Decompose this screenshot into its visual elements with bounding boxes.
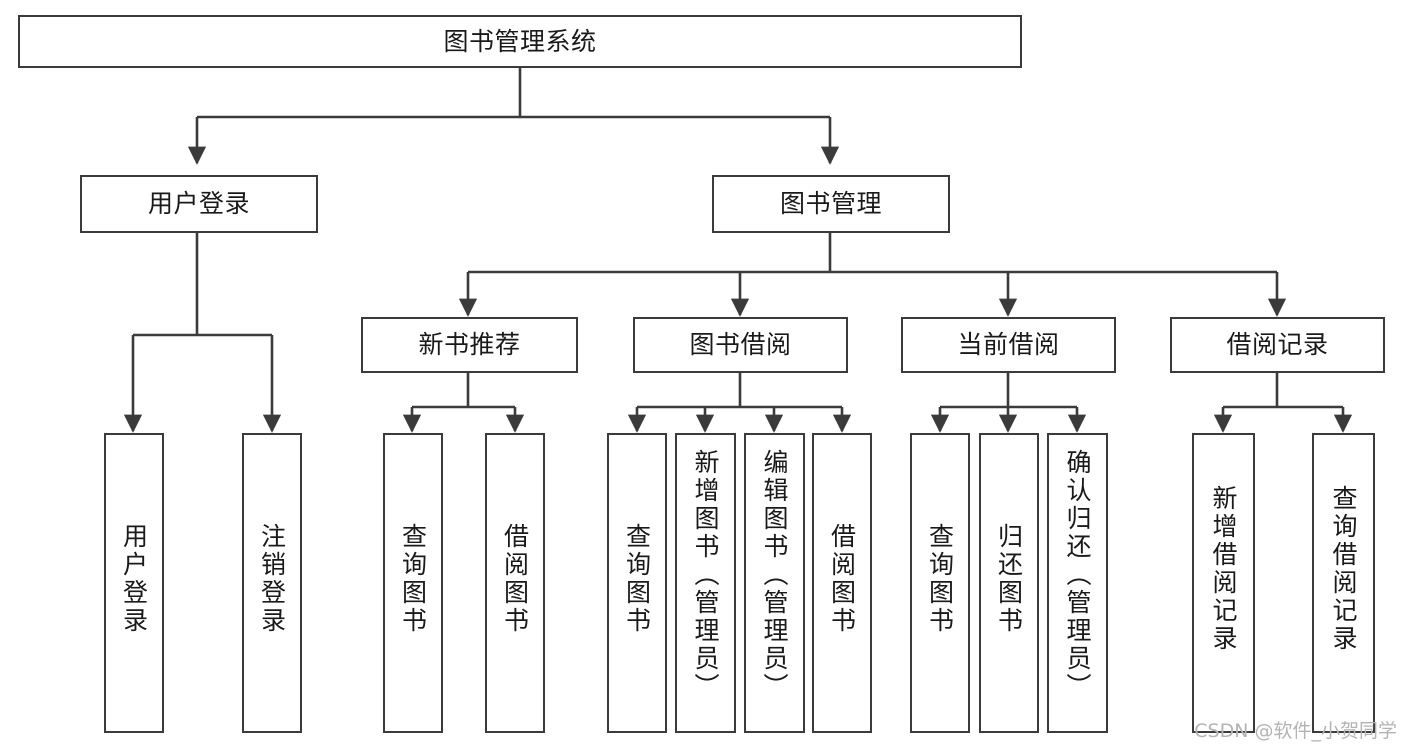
leaf-newbook-query-books[interactable]: 查询图书 [383,433,443,733]
leaf-logout[interactable]: 注销登录 [242,433,302,733]
node-label: 图书管理系统 [443,26,597,56]
node-label: 编辑图书（管理员） [760,449,789,701]
leaf-borrow-add-book-admin[interactable]: 新增图书（管理员） [675,433,736,733]
node-label: 借阅图书 [500,523,530,635]
node-label: 当前借阅 [957,330,1060,359]
node-book-borrow[interactable]: 图书借阅 [633,317,848,373]
node-label: 归还图书 [994,523,1024,635]
node-label: 用户登录 [119,523,149,635]
leaf-record-add-borrow-record[interactable]: 新增借阅记录 [1192,433,1255,733]
leaf-newbook-borrow-books[interactable]: 借阅图书 [485,433,545,733]
node-label: 图书借阅 [689,330,792,359]
watermark-text: CSDN @软件_小贺同学 [1194,720,1397,742]
node-user-login[interactable]: 用户登录 [80,175,318,233]
leaf-current-return-books[interactable]: 归还图书 [979,433,1039,733]
node-current-borrow[interactable]: 当前借阅 [901,317,1116,373]
leaf-borrow-edit-book-admin[interactable]: 编辑图书（管理员） [744,433,805,733]
leaf-record-query-borrow-record[interactable]: 查询借阅记录 [1312,433,1375,733]
leaf-user-login[interactable]: 用户登录 [104,433,164,733]
node-label: 借阅图书 [827,523,857,635]
node-new-book-recommend[interactable]: 新书推荐 [361,317,578,373]
node-label: 查询图书 [622,523,652,635]
leaf-current-confirm-return-admin[interactable]: 确认归还（管理员） [1047,433,1108,733]
node-root-system[interactable]: 图书管理系统 [18,15,1022,68]
node-label: 查询图书 [398,523,428,635]
leaf-borrow-borrow-books[interactable]: 借阅图书 [812,433,872,733]
node-label: 新书推荐 [418,330,521,359]
leaf-borrow-query-books[interactable]: 查询图书 [607,433,667,733]
node-label: 查询借阅记录 [1329,485,1358,653]
node-label: 新增借阅记录 [1209,485,1238,653]
node-book-management[interactable]: 图书管理 [712,175,950,233]
node-label: 借阅记录 [1226,330,1329,359]
node-label: 查询图书 [925,523,955,635]
node-label: 图书管理 [779,189,882,218]
leaf-current-query-books[interactable]: 查询图书 [910,433,970,733]
node-label: 注销登录 [257,523,287,635]
node-label: 确认归还（管理员） [1063,449,1092,701]
node-borrow-record[interactable]: 借阅记录 [1170,317,1385,373]
node-label: 新增图书（管理员） [691,449,720,701]
node-label: 用户登录 [147,189,250,218]
